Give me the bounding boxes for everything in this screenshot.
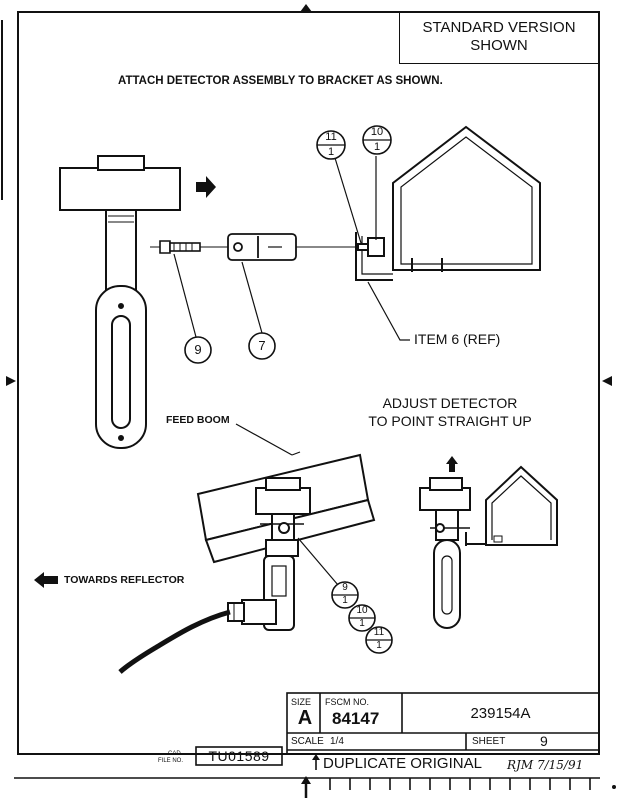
feed-boom-assembly <box>196 423 376 631</box>
signature: RJM 7/15/91 <box>507 758 584 772</box>
detector-head <box>59 167 181 211</box>
fscm-label: FSCM NO. <box>325 697 369 707</box>
instruction-text: ATTACH DETECTOR ASSEMBLY TO BRACKET AS S… <box>118 75 443 87</box>
cad-file-value: TU01589 <box>208 748 270 764</box>
title-block-grid <box>286 692 600 755</box>
scale-label: SCALE <box>291 736 324 747</box>
callout-circles <box>184 125 393 654</box>
cad-file-box <box>195 746 283 766</box>
callout-9-frac-top: 9 <box>342 582 348 593</box>
center-mark-top <box>300 4 312 12</box>
detector-neck <box>105 209 137 293</box>
corner-dot <box>612 785 616 789</box>
center-mark-left <box>6 376 16 386</box>
arrow-right-icon <box>196 176 216 198</box>
sheet-value: 9 <box>540 733 548 749</box>
item-6-label: ITEM 6 (REF) <box>414 331 501 347</box>
small-bracket-house <box>485 465 558 546</box>
bracket-item-6 <box>355 125 541 281</box>
cable-connector <box>241 599 277 625</box>
adjust-note-line1: ADJUST DETECTOR <box>382 395 518 411</box>
callout-10-top: 10 <box>370 126 384 138</box>
duplicate-arrow-icon <box>312 754 320 760</box>
callout-11-top: 11 <box>325 131 337 143</box>
callout-9-circle <box>184 336 212 364</box>
towards-reflector-label: TOWARDS REFLECTOR <box>64 574 185 586</box>
standard-version-box <box>399 12 599 64</box>
center-mark-right <box>602 376 612 386</box>
leader-9-frac <box>297 537 339 586</box>
callout-7: 7 <box>258 338 266 353</box>
lower-detector-head <box>255 487 311 515</box>
callout-11-bot: 1 <box>327 146 335 158</box>
cad-file-label-bottom: FILE NO. <box>158 758 184 764</box>
detector-cap <box>97 155 145 171</box>
fscm-value: 84147 <box>332 709 380 728</box>
size-label: SIZE <box>291 697 312 707</box>
feed-boom-label: FEED BOOM <box>166 414 230 426</box>
screw-item-9 <box>159 240 201 254</box>
callout-10-bot: 1 <box>373 141 381 153</box>
lower-detector-cap <box>265 477 301 491</box>
clamp-item-7 <box>227 233 297 261</box>
handle-slot <box>111 315 131 429</box>
callout-9: 9 <box>194 342 202 357</box>
cad-file-label-top: CAD <box>168 751 181 757</box>
adjusted-detector-assembly <box>419 465 558 629</box>
arrow-up-icon <box>446 456 458 472</box>
bracket-house-outer <box>392 125 541 271</box>
callout-leaders-top <box>173 156 410 341</box>
cable <box>118 609 231 674</box>
nut-item-10 <box>367 237 385 257</box>
detector-assembly-top <box>59 155 181 449</box>
standard-version-line2: SHOWN <box>470 37 528 54</box>
callout-7-circle <box>248 332 276 360</box>
adjusted-detector-head <box>419 487 471 511</box>
arrow-left-icon <box>34 572 58 588</box>
callout-10-frac-bot: 1 <box>359 618 365 629</box>
standard-version-line1: STANDARD VERSION <box>422 19 576 36</box>
adjust-note-line2: TO POINT STRAIGHT UP <box>368 413 532 429</box>
size-value: A <box>297 707 313 729</box>
duplicate-original-label: DUPLICATE ORIGINAL <box>323 755 482 772</box>
sheet-label: SHEET <box>472 736 506 747</box>
callout-9-frac-bot: 1 <box>342 595 348 606</box>
washer-item-11 <box>357 243 369 251</box>
callout-10-frac-top: 10 <box>356 605 368 616</box>
drawing-number: 239154A <box>470 705 531 722</box>
callout-11-frac-top: 11 <box>373 627 385 638</box>
scale-value: 1/4 <box>330 736 344 747</box>
callout-11-frac-bot: 1 <box>376 640 382 651</box>
